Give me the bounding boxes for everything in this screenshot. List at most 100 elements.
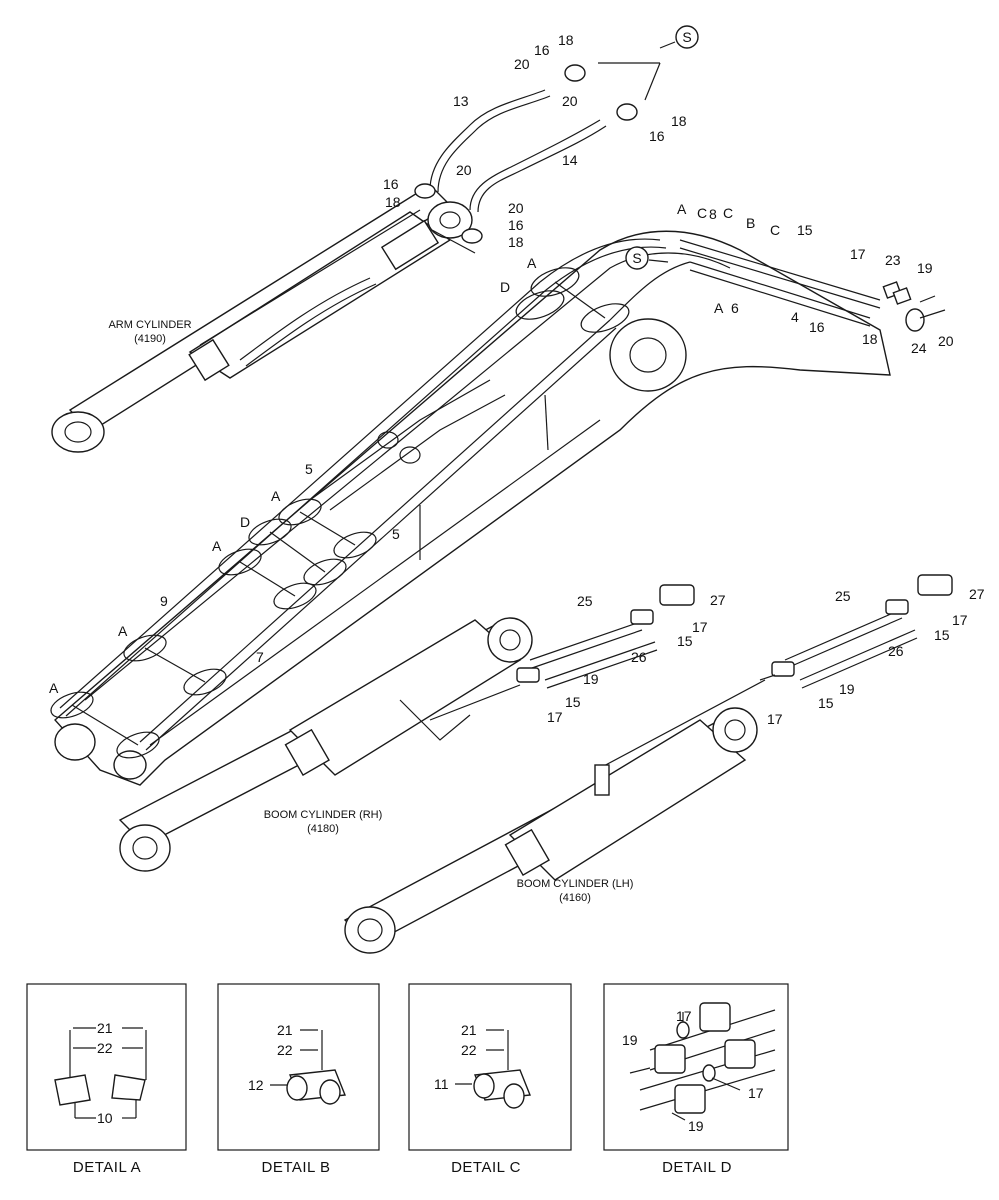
callout: 10 bbox=[97, 1110, 113, 1126]
callout: 18 bbox=[671, 113, 687, 129]
view-marker-label: S bbox=[682, 29, 691, 45]
callout: 5 bbox=[305, 461, 313, 477]
callout: 16 bbox=[508, 217, 524, 233]
boom-cylinder-rh-label: BOOM CYLINDER (RH) bbox=[264, 809, 383, 821]
callout: 27 bbox=[710, 592, 726, 608]
callout: 20 bbox=[938, 333, 954, 349]
callout: 26 bbox=[631, 649, 647, 665]
callout: 18 bbox=[385, 194, 401, 210]
callout: 18 bbox=[862, 331, 878, 347]
clamp-markers bbox=[50, 267, 630, 759]
callout: 24 bbox=[911, 340, 927, 356]
detail-d-panel: 19 17 17 19 DETAIL D bbox=[603, 983, 789, 1176]
arm-cylinder-code: (4190) bbox=[134, 333, 166, 345]
callout: 19 bbox=[839, 681, 855, 697]
callout: A bbox=[714, 300, 724, 316]
callout: C bbox=[697, 205, 707, 221]
callout: 4 bbox=[791, 309, 799, 325]
callout: A bbox=[212, 538, 222, 554]
callout: 15 bbox=[934, 627, 950, 643]
detail-c-title: DETAIL C bbox=[451, 1159, 521, 1176]
boom-pipes bbox=[59, 238, 881, 751]
callout: 9 bbox=[160, 593, 168, 609]
callout: A bbox=[677, 201, 687, 217]
callout: 15 bbox=[797, 222, 813, 238]
callout: 7 bbox=[256, 649, 264, 665]
callout: 22 bbox=[277, 1042, 293, 1058]
boom-mid-callouts: 5 5 A D A 9 A 7 A bbox=[49, 461, 400, 696]
callout: 13 bbox=[453, 93, 469, 109]
callout: 15 bbox=[565, 694, 581, 710]
cyl-rh-hoses bbox=[516, 584, 695, 689]
callout: B bbox=[746, 215, 755, 231]
callout: 5 bbox=[392, 526, 400, 542]
callout: 21 bbox=[277, 1022, 293, 1038]
callout: 17 bbox=[850, 246, 866, 262]
callout: 15 bbox=[677, 633, 693, 649]
boom-end-fittings bbox=[882, 281, 946, 332]
callout: A bbox=[527, 255, 537, 271]
callout: D bbox=[500, 279, 510, 295]
callout: 27 bbox=[969, 586, 985, 602]
callout: A bbox=[49, 680, 59, 696]
callout: 17 bbox=[748, 1085, 764, 1101]
callout: 20 bbox=[562, 93, 578, 109]
callout: D bbox=[240, 514, 250, 530]
callout: 18 bbox=[558, 32, 574, 48]
cyl-lh-hoses bbox=[759, 574, 953, 689]
callout: 20 bbox=[508, 200, 524, 216]
callout: 25 bbox=[577, 593, 593, 609]
callout: 21 bbox=[97, 1020, 113, 1036]
view-marker-label: S bbox=[632, 250, 641, 266]
arm-cylinder-label: ARM CYLINDER bbox=[108, 319, 191, 331]
callout: 20 bbox=[514, 56, 530, 72]
callout: 16 bbox=[534, 42, 550, 58]
callout: 19 bbox=[622, 1032, 638, 1048]
callout: 23 bbox=[885, 252, 901, 268]
callout: C bbox=[723, 205, 733, 221]
boom-structure bbox=[54, 230, 891, 786]
callout: 16 bbox=[383, 176, 399, 192]
view-s-marker-top: S bbox=[659, 25, 699, 49]
detail-a-panel: 21 22 10 DETAIL A bbox=[26, 983, 187, 1176]
detail-c-panel: 21 22 11 DETAIL C bbox=[408, 983, 572, 1176]
callout: 15 bbox=[818, 695, 834, 711]
cyl-rh-callouts: 25 27 17 15 26 19 15 17 bbox=[547, 592, 726, 725]
callout: 8 bbox=[709, 206, 717, 222]
boom-cylinder-lh bbox=[343, 679, 766, 954]
callout: 6 bbox=[731, 300, 739, 316]
detail-d-title: DETAIL D bbox=[662, 1159, 732, 1176]
detail-b-title: DETAIL B bbox=[261, 1159, 330, 1176]
arm-cylinder bbox=[51, 184, 473, 453]
callout: 21 bbox=[461, 1022, 477, 1038]
boom-cylinder-lh-label: BOOM CYLINDER (LH) bbox=[517, 878, 634, 890]
callout: 19 bbox=[583, 671, 599, 687]
callout: 17 bbox=[547, 709, 563, 725]
callout: 26 bbox=[888, 643, 904, 659]
callout: 17 bbox=[767, 711, 783, 727]
top-callouts: 18 16 20 13 20 18 16 20 14 16 18 20 16 1… bbox=[383, 32, 687, 250]
callout: 11 bbox=[434, 1076, 449, 1092]
view-s-marker-boom: S bbox=[625, 246, 669, 270]
callout: 18 bbox=[508, 234, 524, 250]
callout: A bbox=[271, 488, 281, 504]
callout: 19 bbox=[688, 1118, 704, 1134]
callout: 12 bbox=[248, 1077, 264, 1093]
callout: 20 bbox=[456, 162, 472, 178]
callout: C bbox=[770, 222, 780, 238]
callout: 17 bbox=[952, 612, 968, 628]
callout: 17 bbox=[676, 1008, 692, 1024]
boom-cylinder-rh bbox=[118, 617, 533, 872]
boom-cylinder-rh-code: (4180) bbox=[307, 823, 339, 835]
callout: 19 bbox=[917, 260, 933, 276]
top-hoses bbox=[414, 62, 661, 254]
boom-cylinder-lh-code: (4160) bbox=[559, 892, 591, 904]
cyl-lh-callouts: 25 27 17 15 26 19 15 17 bbox=[767, 586, 985, 727]
detail-a-title: DETAIL A bbox=[73, 1159, 141, 1176]
callout: 25 bbox=[835, 588, 851, 604]
boom-top-callouts: A C 8 C B C 15 17 23 19 A 6 4 16 18 24 2… bbox=[500, 201, 954, 356]
callout: 22 bbox=[97, 1040, 113, 1056]
detail-b-panel: 21 22 12 DETAIL B bbox=[217, 983, 380, 1176]
callout: 16 bbox=[649, 128, 665, 144]
